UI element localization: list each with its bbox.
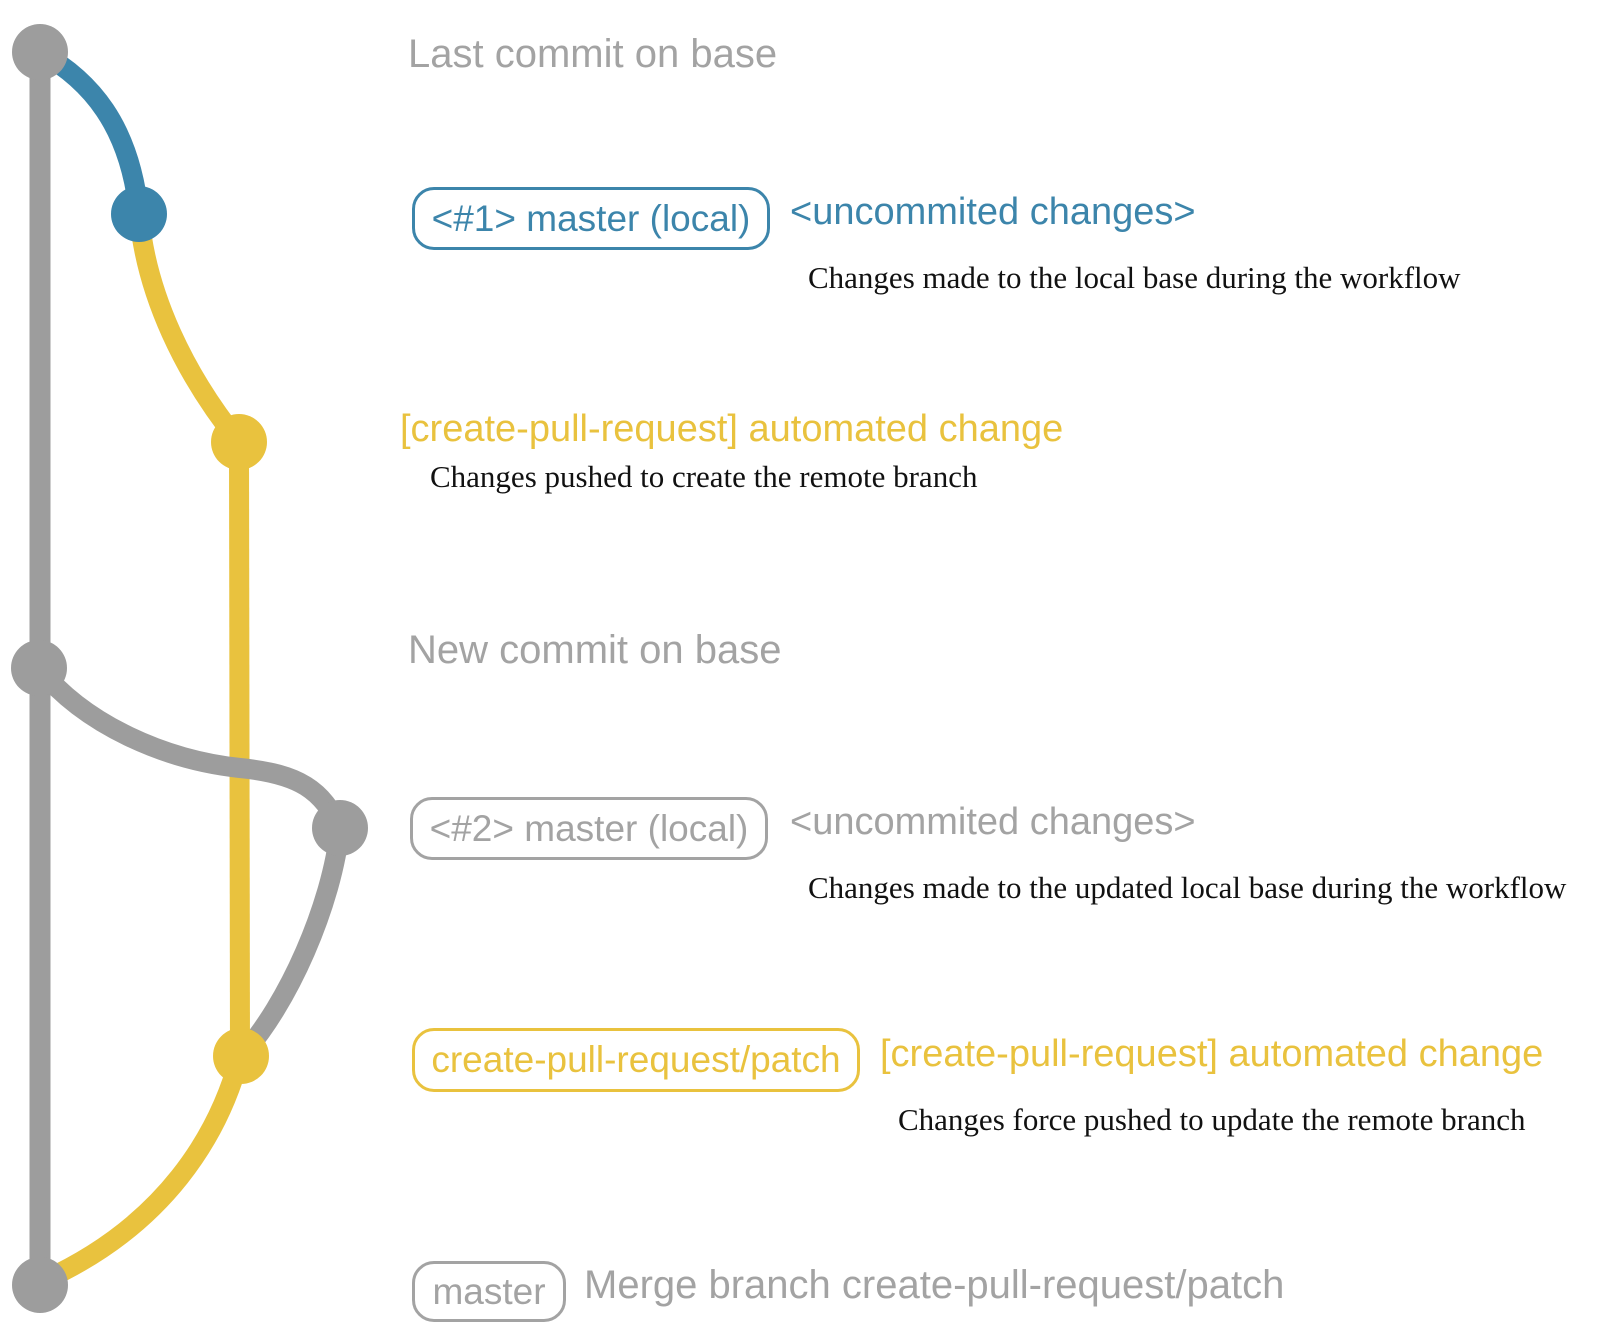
caption-force-push: Changes force pushed to update the remot… bbox=[898, 1102, 1526, 1137]
branch-label-text: create-pull-request/patch bbox=[431, 1039, 841, 1080]
branch-label-master-local-1: <#1> master (local) bbox=[412, 187, 770, 250]
branch-label-master-local-2: <#2> master (local) bbox=[410, 797, 768, 860]
patch-branch-vertical bbox=[229, 441, 250, 1057]
commit-node-merge bbox=[12, 1257, 68, 1313]
annotation-new-commit: New commit on base bbox=[408, 628, 782, 672]
commit-message-merge: Merge branch create-pull-request/patch bbox=[584, 1263, 1285, 1307]
commit-message-automated-1: [create-pull-request] automated change bbox=[400, 408, 1064, 450]
local-branch-line-2 bbox=[29, 658, 350, 838]
commit-node-patch-1 bbox=[211, 414, 267, 470]
patch-branch-curve-1 bbox=[129, 204, 249, 452]
commit-node-local-2 bbox=[312, 800, 368, 856]
branch-label-text: <#2> master (local) bbox=[429, 807, 749, 849]
annotation-last-commit: Last commit on base bbox=[408, 32, 778, 76]
branch-label-text: <#1> master (local) bbox=[431, 197, 751, 239]
branch-label-text: master bbox=[432, 1270, 546, 1312]
commit-node-last-base bbox=[12, 24, 68, 80]
commit-node-patch-2 bbox=[213, 1028, 269, 1084]
caption-push-create: Changes pushed to create the remote bran… bbox=[430, 459, 978, 494]
caption-local-changes-1: Changes made to the local base during th… bbox=[808, 260, 1461, 295]
branch-label-patch: create-pull-request/patch bbox=[412, 1028, 860, 1092]
commit-message-automated-2: [create-pull-request] automated change bbox=[880, 1033, 1544, 1075]
local-branch-line-1 bbox=[30, 42, 149, 224]
commit-node-new-base bbox=[11, 640, 67, 696]
commit-node-local-1 bbox=[111, 186, 167, 242]
local-branch-line-2b bbox=[231, 818, 350, 1066]
branch-label-master: master bbox=[412, 1261, 566, 1322]
caption-local-changes-2: Changes made to the updated local base d… bbox=[808, 870, 1567, 905]
status-uncommitted-changes-2: <uncommited changes> bbox=[790, 801, 1196, 843]
status-uncommitted-changes-1: <uncommited changes> bbox=[790, 191, 1196, 233]
patch-branch-merge-curve bbox=[35, 1046, 250, 1290]
